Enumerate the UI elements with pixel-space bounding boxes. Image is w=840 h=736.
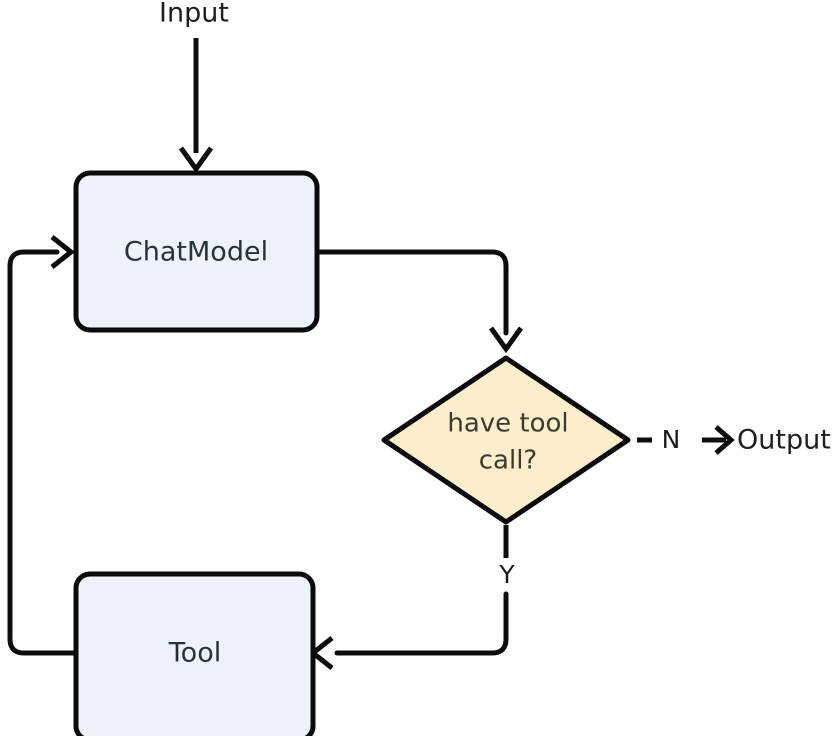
edge-input-to-chatmodel — [178, 38, 214, 174]
edge-decision-yes-line — [334, 591, 509, 656]
node-decision-label-line1: have tool — [447, 409, 568, 439]
edge-decision-yes-arrowhead — [308, 636, 334, 670]
node-tool-label: Tool — [168, 638, 221, 669]
node-tool-shape[interactable] — [73, 571, 316, 736]
node-chatmodel-shape[interactable] — [73, 170, 320, 333]
edge-chatmodel-to-decision-arrowhead — [488, 326, 524, 354]
edge-decision-no: N — [637, 425, 735, 455]
edge-tool-to-chatmodel — [7, 235, 79, 656]
output-label: Output — [737, 425, 831, 456]
node-decision-label-line2: call? — [479, 446, 537, 476]
edge-input-to-chatmodel-arrowhead — [178, 146, 214, 174]
edge-decision-no-arrowhead — [714, 425, 735, 455]
input-label: Input — [159, 0, 229, 29]
edge-decision-yes-label: Y — [498, 560, 515, 589]
edge-tool-to-chatmodel-arrowhead — [50, 235, 76, 269]
node-decision[interactable]: have tool call? — [381, 355, 631, 525]
node-chatmodel-label: ChatModel — [124, 237, 268, 268]
edge-tool-to-chatmodel-line — [7, 249, 79, 656]
edge-decision-yes: Y — [308, 525, 515, 670]
node-chatmodel[interactable]: ChatModel — [73, 170, 320, 333]
edge-chatmodel-to-decision — [314, 249, 524, 354]
node-tool[interactable]: Tool — [73, 571, 316, 736]
edge-decision-no-label: N — [662, 425, 681, 454]
edge-chatmodel-to-decision-line — [314, 249, 509, 336]
node-decision-shape[interactable] — [381, 355, 631, 525]
